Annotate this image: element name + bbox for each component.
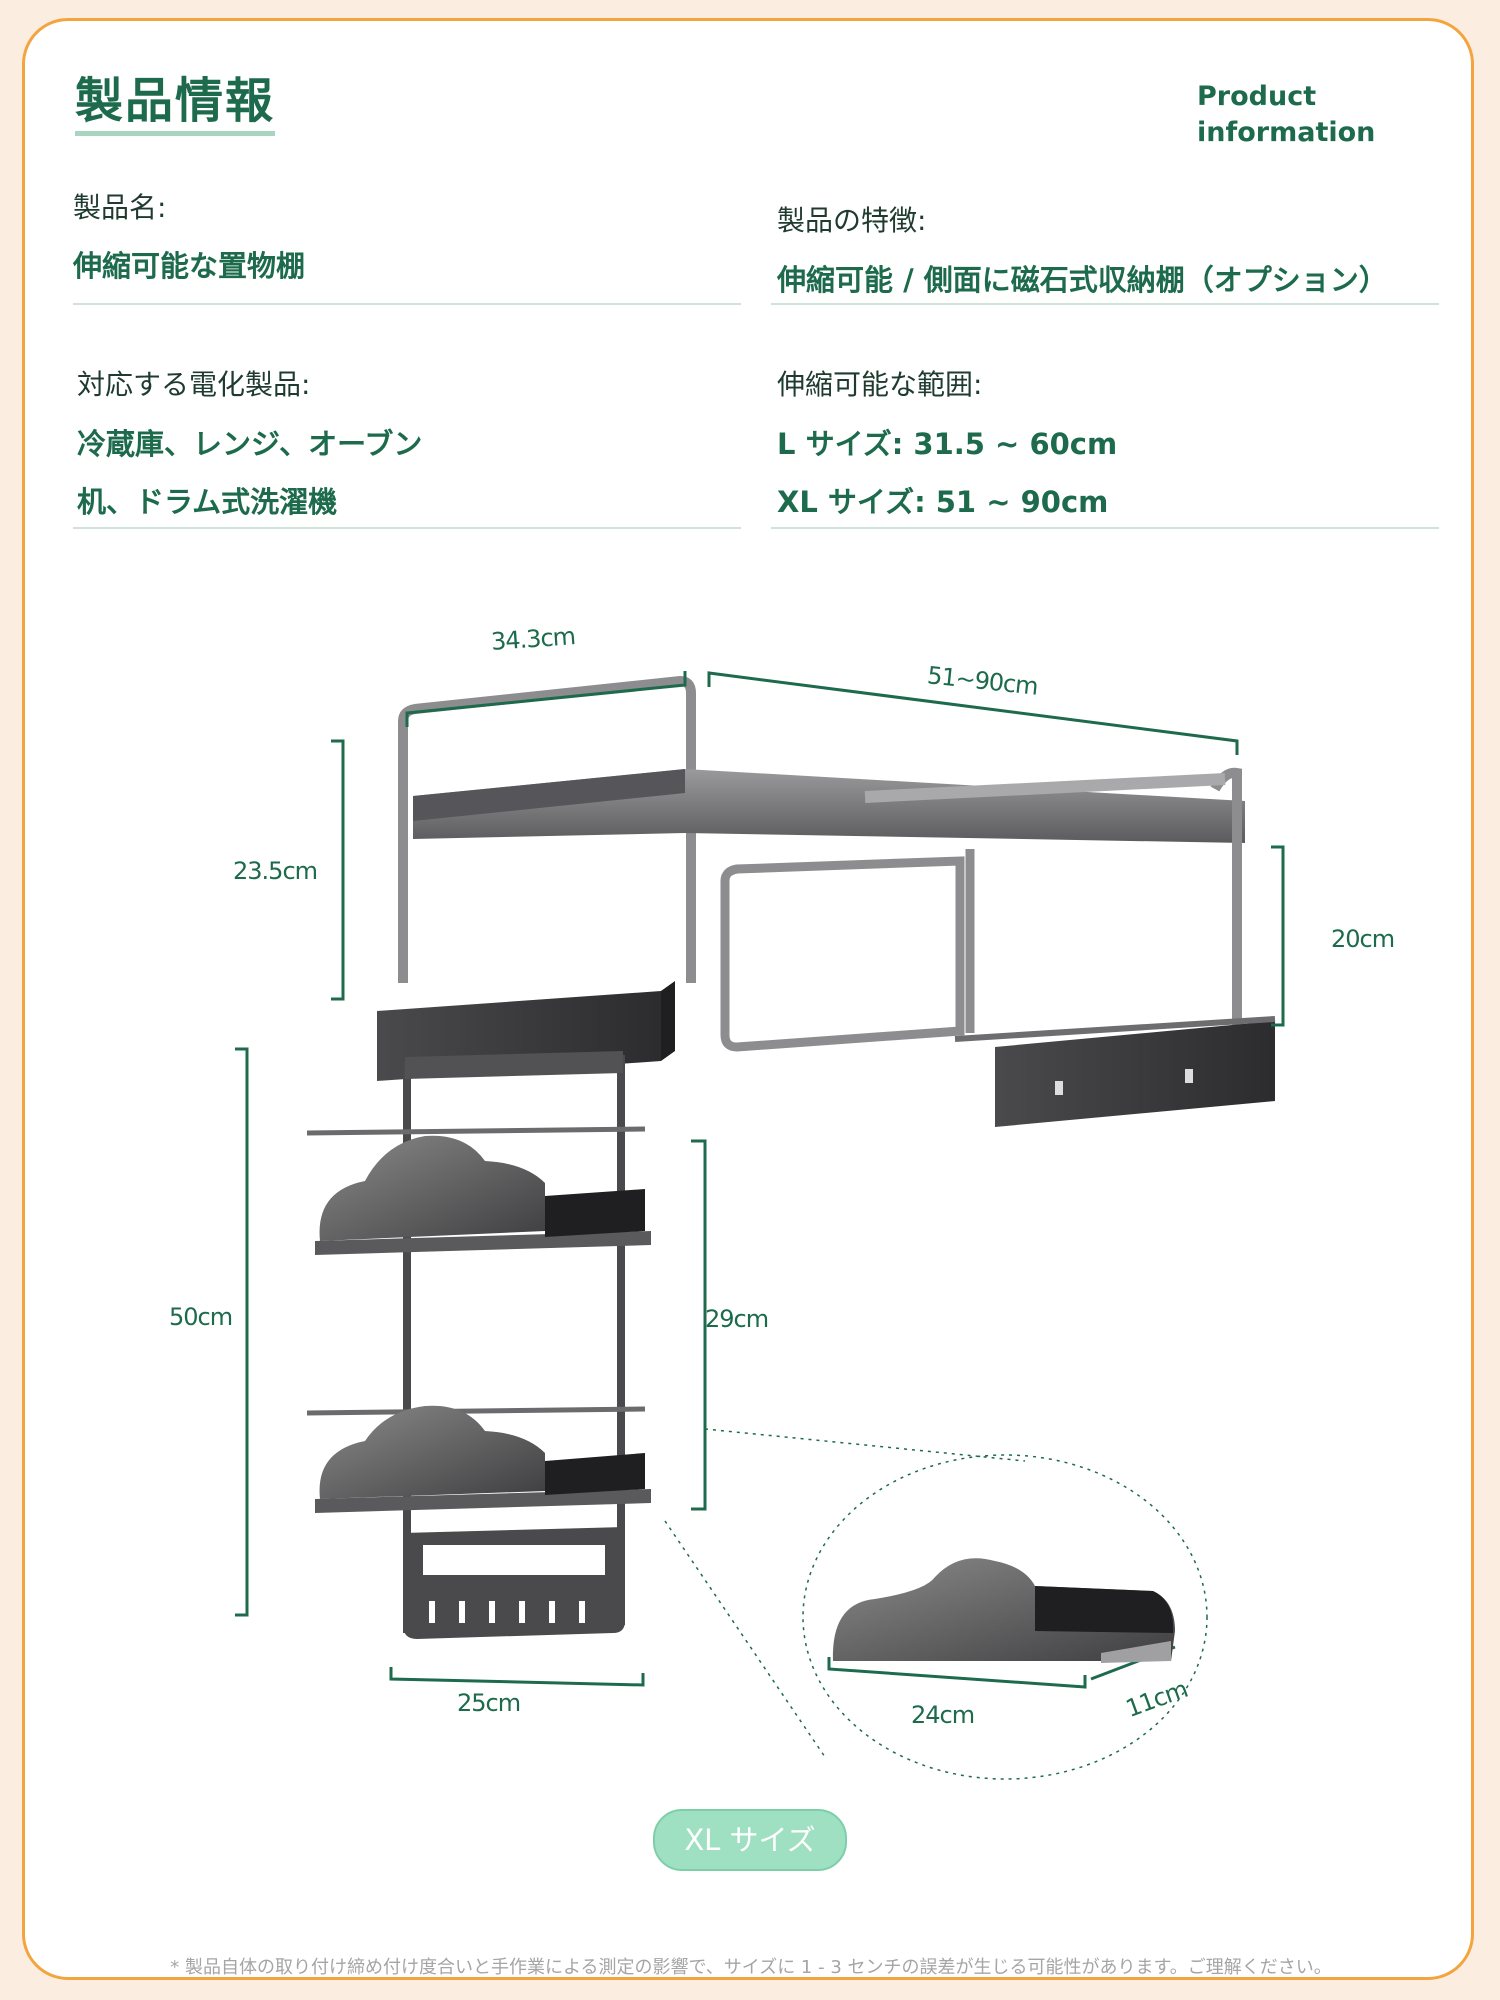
shelf-illustration <box>235 671 1285 1780</box>
features-value: 伸縮可能 / 側面に磁石式収納棚（オプション） <box>777 263 1388 297</box>
range-l-size: L サイズ: 31.5 ~ 60cm <box>777 427 1118 461</box>
appliances-line1: 冷蔵庫、レンジ、オーブン <box>77 427 423 461</box>
subtitle-line2: information <box>1197 117 1376 148</box>
divider <box>771 303 1439 305</box>
basket-zoom <box>832 1558 1175 1661</box>
dim-side-rack-width-label: 25cm <box>457 1689 521 1717</box>
page-title: 製品情報 <box>75 73 276 136</box>
dim-shelf-height-label: 23.5cm <box>233 857 318 885</box>
divider <box>73 527 741 529</box>
page-subtitle: Product information <box>1197 79 1375 151</box>
dim-side-rack-height-label: 50cm <box>169 1303 233 1331</box>
range-label: 伸縮可能な範囲: <box>777 368 983 401</box>
dim-basket-width-label: 24cm <box>911 1701 975 1729</box>
subtitle-line1: Product <box>1197 81 1317 112</box>
dim-inner-height-label: 20cm <box>1331 925 1395 953</box>
appliances-label: 対応する電化製品: <box>77 368 311 401</box>
product-info-card: 製品情報 Product information 製品名: 伸縮可能な置物棚 製… <box>22 18 1474 1980</box>
size-badge: XL サイズ <box>653 1809 847 1871</box>
features-label: 製品の特徴: <box>777 204 927 237</box>
range-xl-size: XL サイズ: 51 ~ 90cm <box>777 485 1109 519</box>
appliances-line2: 机、ドラム式洗濯機 <box>77 485 338 519</box>
divider <box>771 527 1439 529</box>
product-name-value: 伸縮可能な置物棚 <box>73 249 306 283</box>
side-rack <box>306 1051 651 1639</box>
footnote: * 製品自体の取り付け締め付け度合いと手作業による測定の影響で、サイズに 1 -… <box>170 1957 1332 1978</box>
zoom-callout <box>664 1428 1208 1780</box>
dim-depth-label: 34.3cm <box>490 622 576 656</box>
product-name-label: 製品名: <box>73 191 167 224</box>
dim-shelf-spacing-label: 29cm <box>705 1305 769 1333</box>
divider <box>73 303 741 305</box>
dimension-lines <box>235 671 1285 1689</box>
